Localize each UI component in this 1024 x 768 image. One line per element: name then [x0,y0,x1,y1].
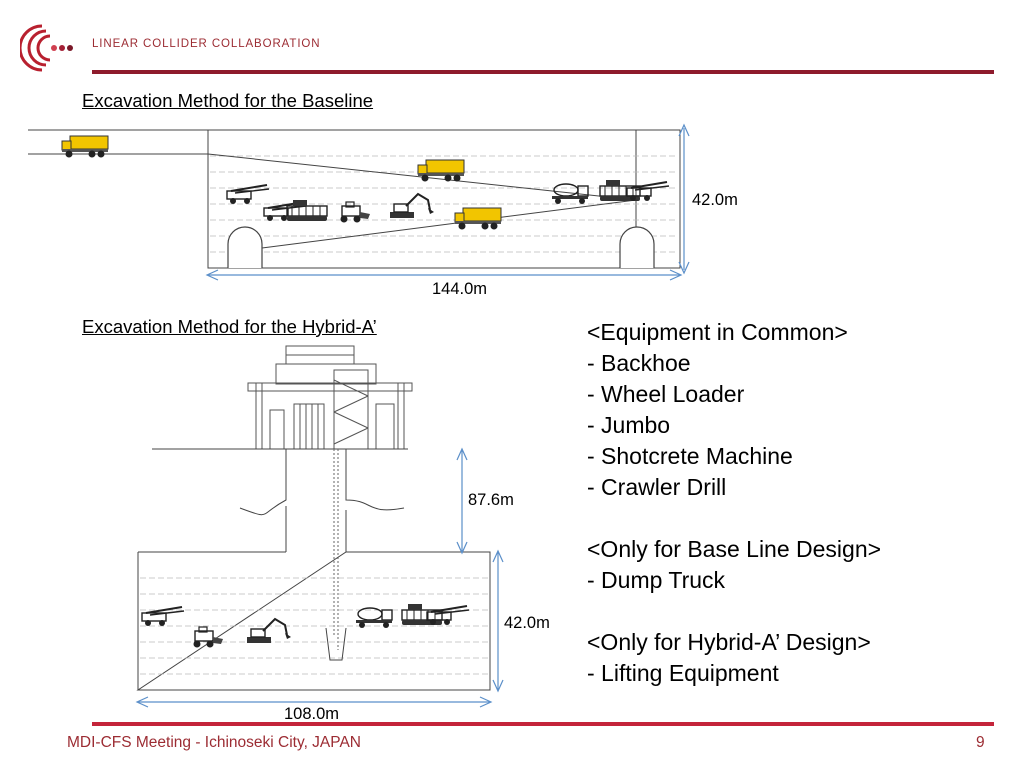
baseline-diagram [28,123,690,281]
hybrid-height-label: 42.0m [504,614,550,632]
organization-name: LINEAR COLLIDER COLLABORATION [92,38,321,50]
common-item: - Backhoe [587,350,691,376]
baseline-title: Excavation Method for the Baseline [82,90,374,111]
common-item: - Crawler Drill [587,474,727,500]
hybrid-width-label: 108.0m [284,705,340,723]
list-spacer [587,596,881,627]
hybrid-header: <Only for Hybrid-A’ Design> [587,629,871,655]
list-spacer [587,503,881,534]
baseline-height-label: 42.0m [692,191,738,209]
common-item: - Shotcrete Machine [587,443,793,469]
baseline-item: - Dump Truck [587,567,726,593]
hybrid-diagram [135,345,504,708]
common-item: - Wheel Loader [587,381,745,407]
footer-meeting: MDI-CFS Meeting - Ichinoseki City, JAPAN [67,734,361,751]
common-header: <Equipment in Common> [587,319,848,345]
header-divider [92,70,994,74]
hybrid-shaft-label: 87.6m [468,491,514,509]
page-number: 9 [976,734,985,751]
footer-divider [92,722,994,726]
hybrid-item: - Lifting Equipment [587,660,779,686]
common-item: - Jumbo [587,412,671,438]
lifting-equipment [247,345,413,450]
hybrid-title: Excavation Method for the Hybrid-A’ [82,316,377,337]
baseline-width-label: 144.0m [432,280,488,298]
equipment-list: <Equipment in Common> - Backhoe - Wheel … [587,317,881,689]
lcc-logo-icon [20,24,73,72]
baseline-header: <Only for Base Line Design> [587,536,882,562]
